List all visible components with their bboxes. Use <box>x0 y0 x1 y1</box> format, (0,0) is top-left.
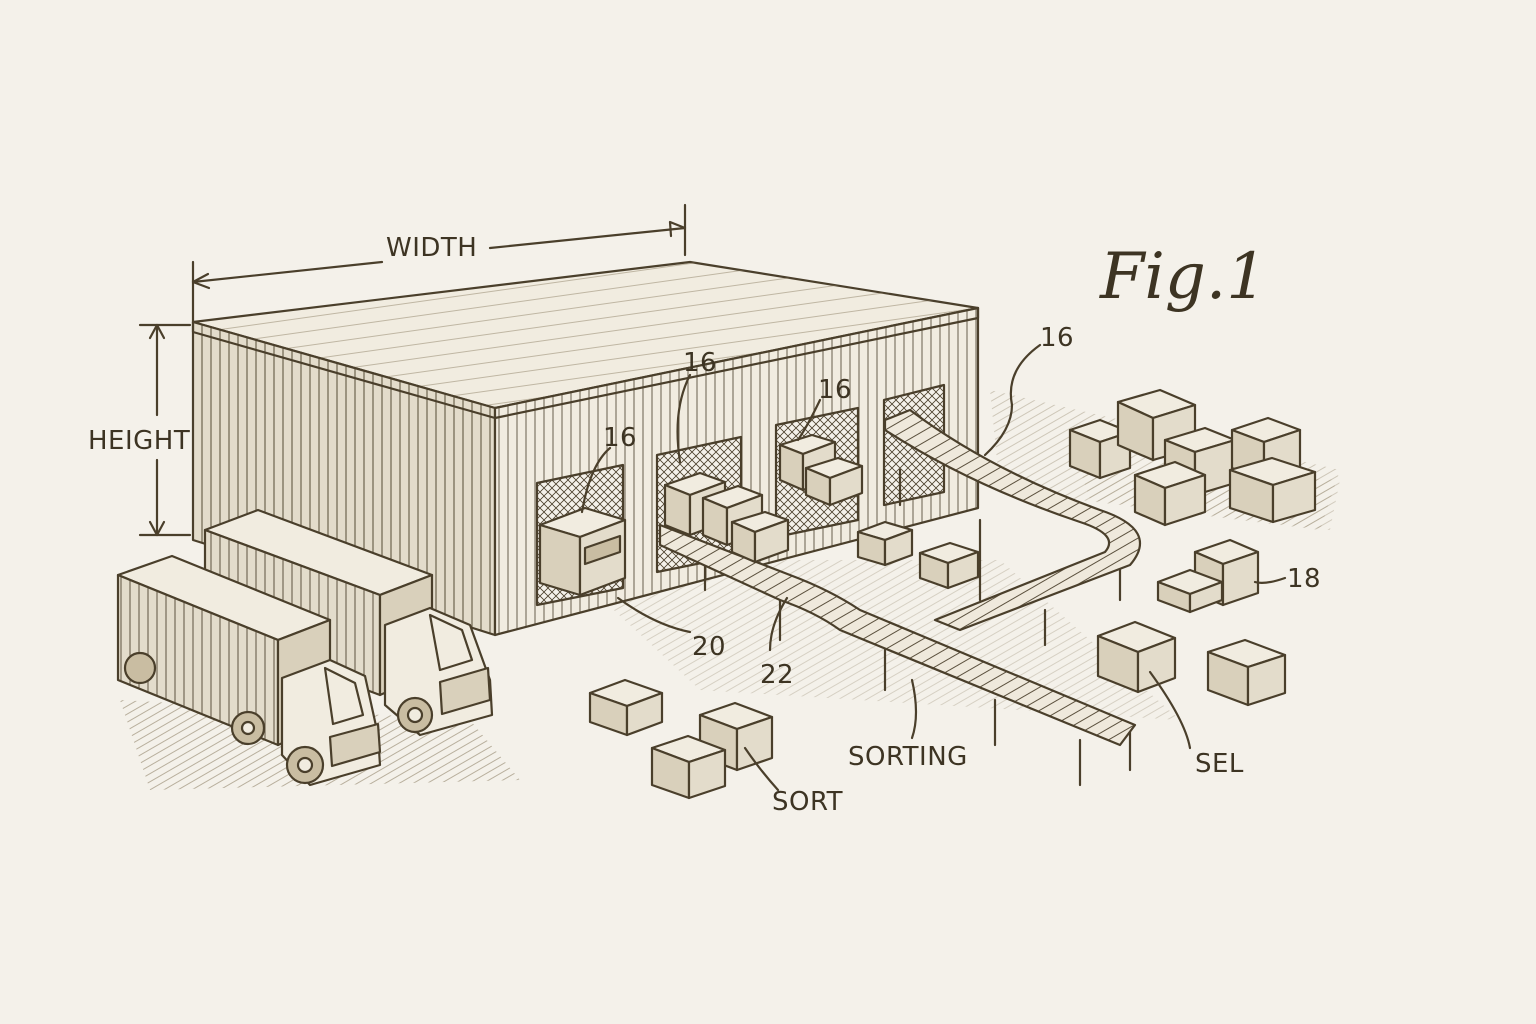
fig-title: Fig.1 <box>1099 240 1267 314</box>
label-sel: SEL <box>1195 749 1244 779</box>
dimension-height <box>138 323 192 537</box>
box-group-sel <box>1096 620 1287 707</box>
conveyor-system <box>658 408 1141 787</box>
boxes-on-conveyor <box>663 433 864 564</box>
label-width: WIDTH <box>386 233 477 263</box>
label-door-c: 16 <box>818 375 852 405</box>
label-sort: SORT <box>772 787 843 817</box>
label-height: HEIGHT <box>88 426 190 456</box>
label-dock-20: 20 <box>692 632 726 662</box>
box-at-door <box>538 506 627 597</box>
label-door-b: 16 <box>683 348 717 378</box>
box-group-18 <box>1156 538 1260 614</box>
label-door-a: 16 <box>603 423 637 453</box>
label-conveyor-22: 22 <box>760 660 794 690</box>
dimension-width <box>191 203 687 324</box>
label-door-d: 16 <box>1040 323 1074 353</box>
label-sorting: SORTING <box>848 742 968 772</box>
label-boxes-18: 18 <box>1287 564 1321 594</box>
truck-front <box>116 554 382 787</box>
box-group-sort <box>588 678 774 800</box>
box-pile-right <box>1068 388 1317 527</box>
leader-lines <box>580 343 1287 792</box>
floor-boxes-middle <box>856 520 980 590</box>
